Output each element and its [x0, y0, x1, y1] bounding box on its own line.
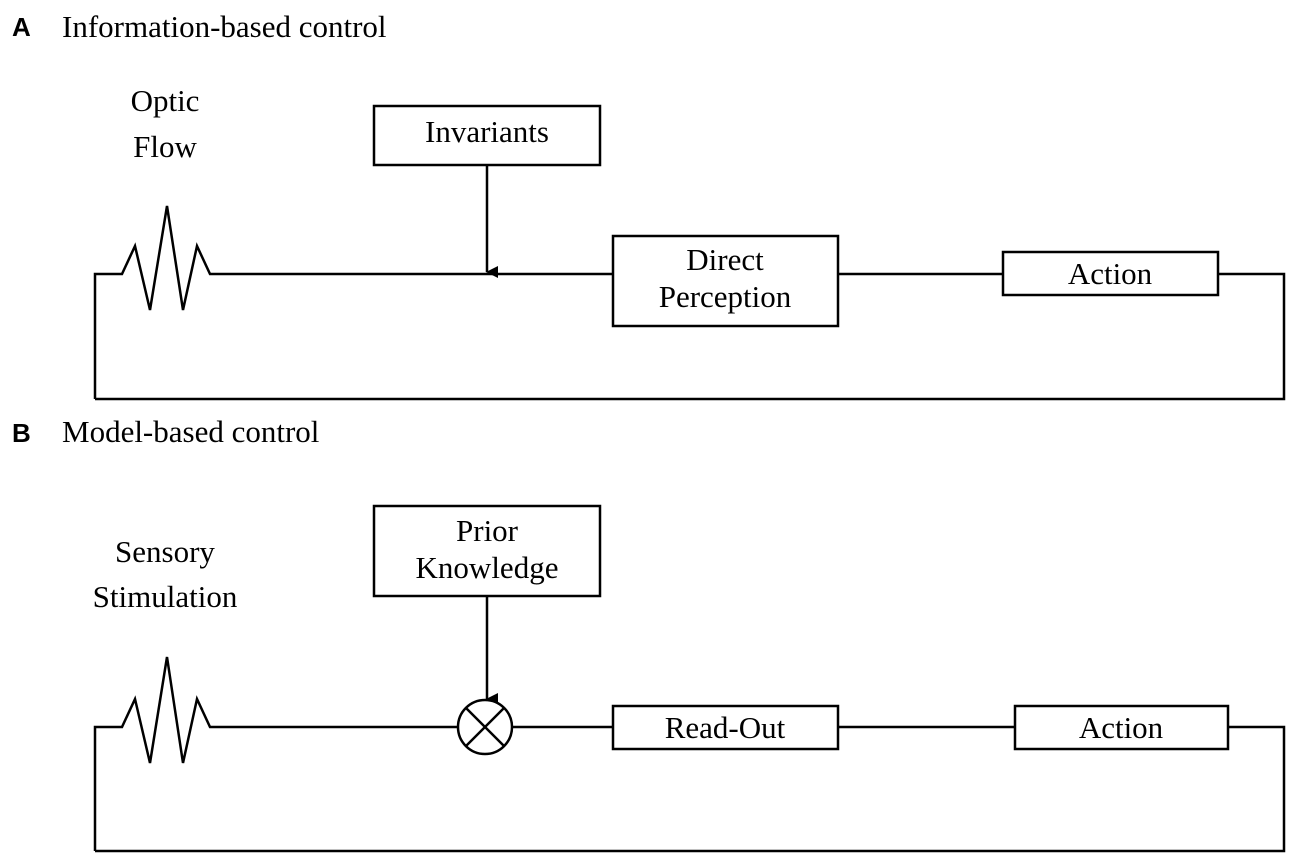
panel-b-title: Model-based control	[62, 414, 319, 449]
panel-b-action-label: Action	[1079, 710, 1164, 745]
panel-a-invariants-box	[372, 104, 602, 167]
panel-b-stimulus-label-line1: Sensory	[115, 534, 215, 569]
panel-a-letter: A	[12, 12, 31, 42]
panel-a-action-box	[1001, 250, 1220, 297]
panel-b-action-box	[1013, 704, 1230, 751]
panel-b-feedback-loop	[93, 656, 458, 851]
panel-b-top-input-label-line2: Knowledge	[416, 550, 559, 585]
panel-a-processor-label-line1: Direct	[686, 242, 764, 277]
panel-a-processor-label-line2: Perception	[659, 279, 792, 314]
comparator-icon	[456, 698, 514, 756]
panel-a-action-label: Action	[1068, 256, 1153, 291]
panel-b-stimulus-label-line2: Stimulation	[93, 579, 238, 614]
panel-a-action-return-wire	[95, 272, 1286, 401]
panel-b-action-return-wire	[95, 725, 1286, 853]
panel-b-top-input-label-line1: Prior	[456, 513, 519, 548]
panel-a-title: Information-based control	[62, 9, 387, 44]
panel-a-direct-perception-box	[611, 234, 840, 328]
panel-b-prior-knowledge-box	[372, 504, 602, 598]
panel-b-processor-label: Read-Out	[665, 710, 786, 745]
panel-b-read-out-box	[611, 704, 840, 751]
panel-a-invariants-label: Invariants	[425, 114, 549, 149]
panel-a-feedback-loop	[93, 205, 613, 399]
panel-a-stimulus-label-line1: Optic	[131, 83, 200, 118]
panel-a: A Information-based control Optic Flow I…	[12, 9, 1286, 401]
panel-b-letter: B	[12, 418, 31, 448]
panel-b: B Model-based control Sensory Stimulatio…	[12, 414, 1286, 853]
panel-a-stimulus-label-line2: Flow	[133, 129, 197, 164]
